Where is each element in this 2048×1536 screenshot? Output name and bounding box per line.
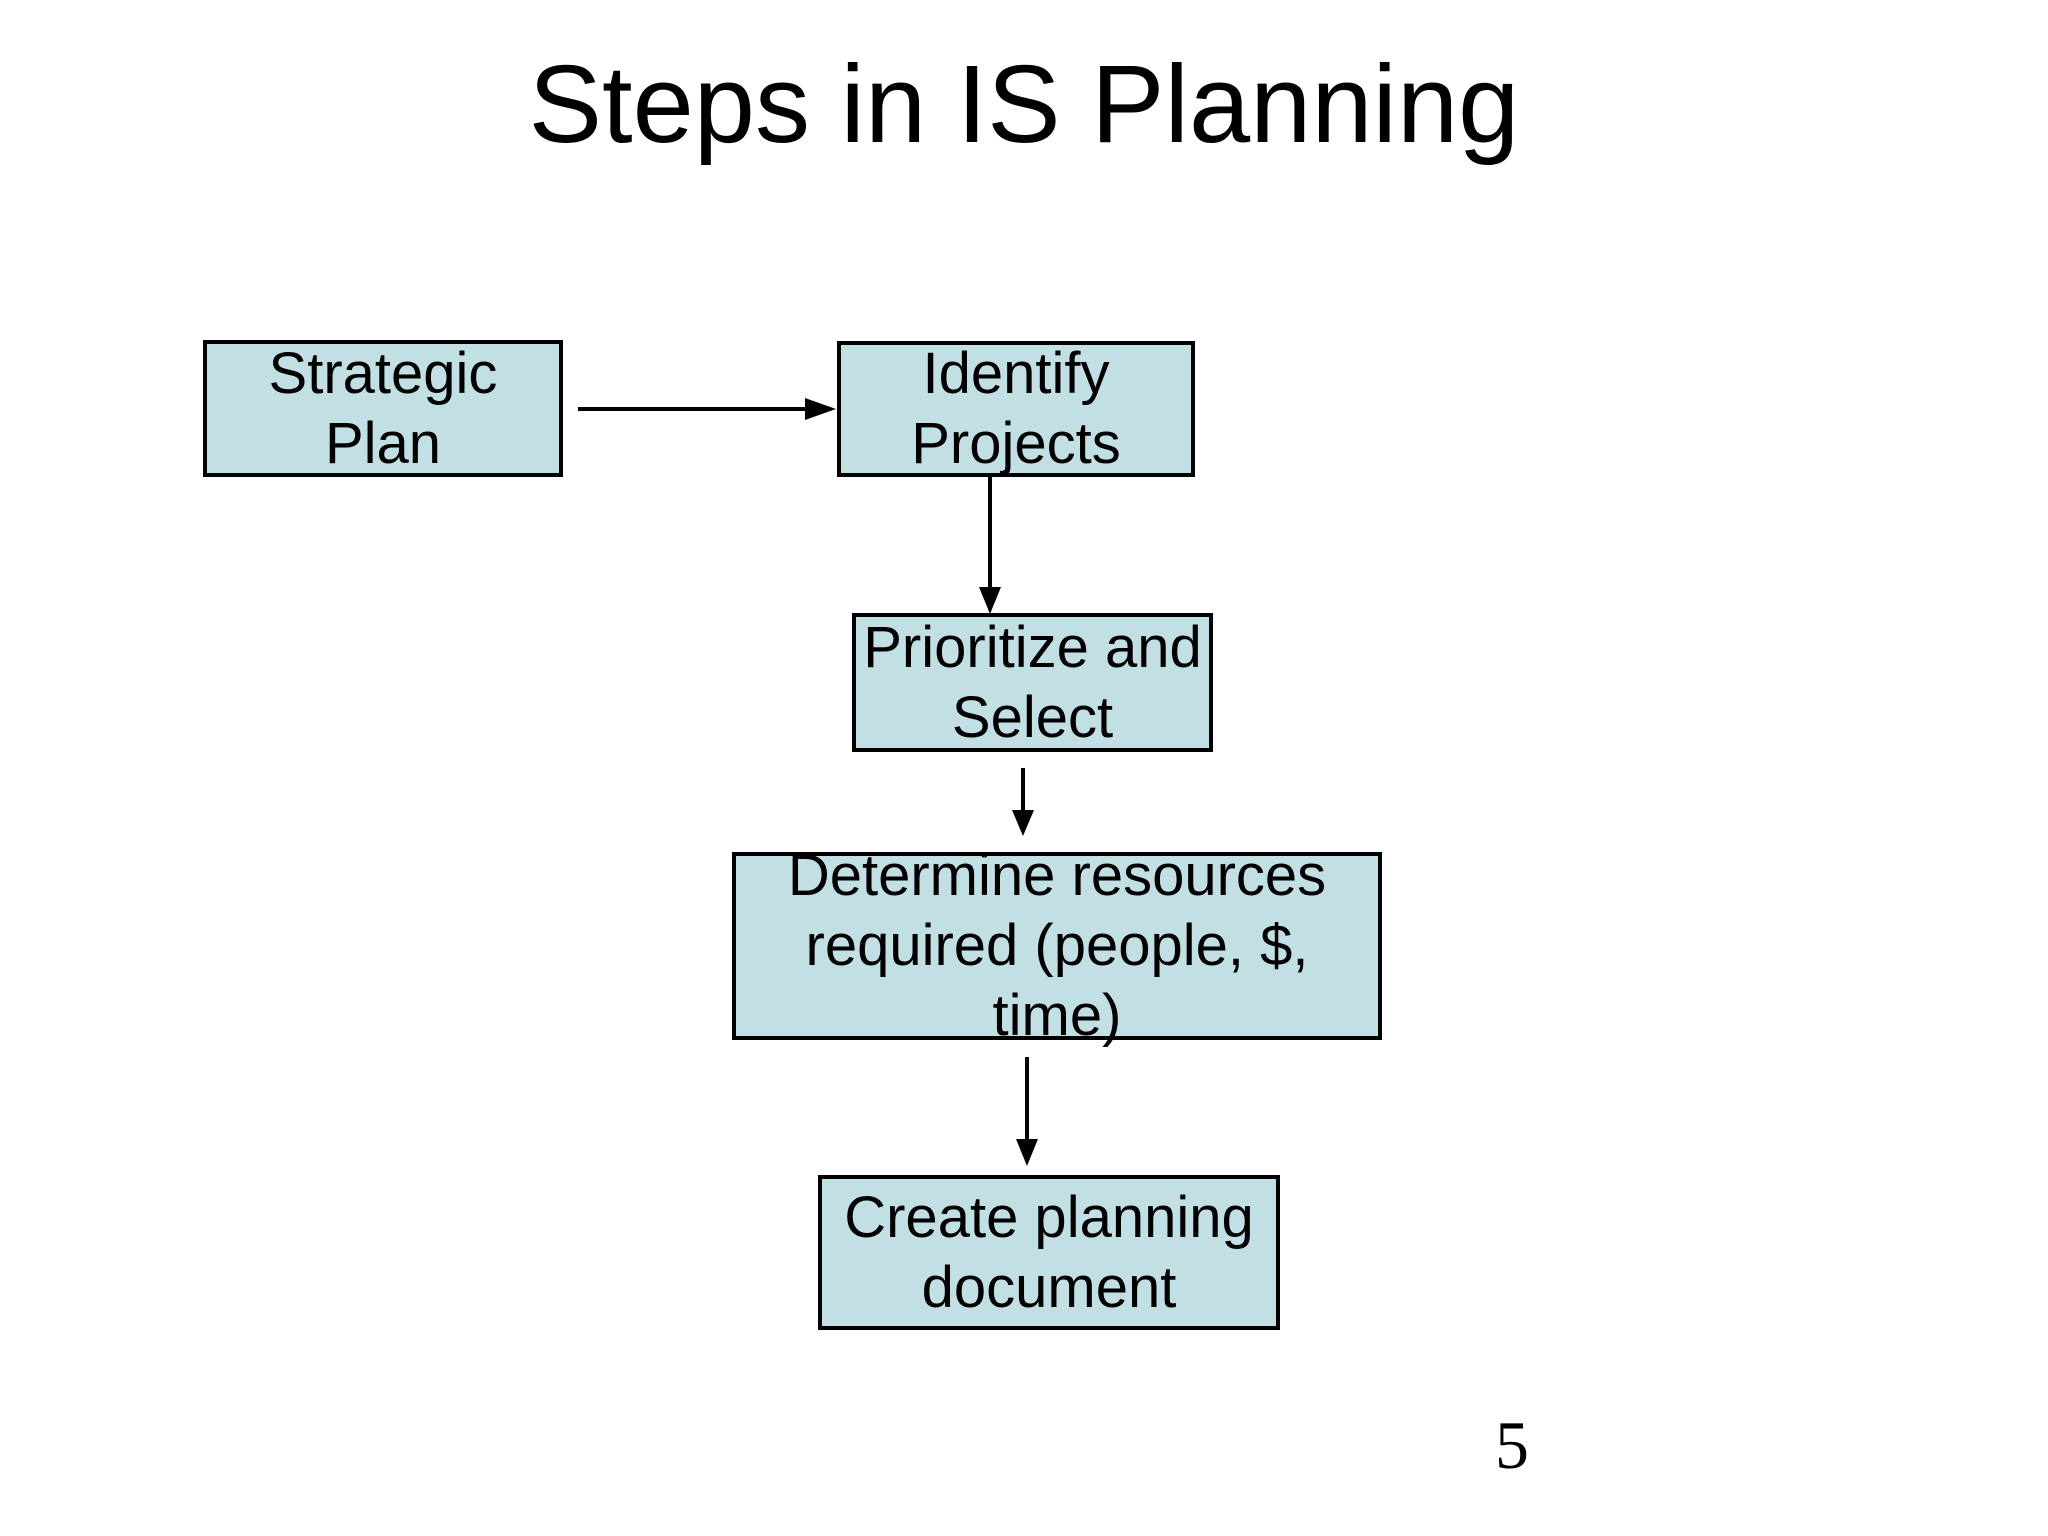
node-label-strategic-plan: Strategic Plan [268,340,498,476]
flow-node-strategic-plan: Strategic Plan [203,340,563,477]
node-label-identify-projects: Identify Projects [911,341,1121,476]
arrow-prioritize-to-determine [1012,768,1034,836]
node-label-prioritize-and-select: Prioritize and Select [863,614,1202,750]
arrow-determine-to-create [1016,1057,1038,1166]
flow-node-determine-resources: Determine resources required (people, $,… [732,843,1382,1048]
arrowhead-down-icon [1012,810,1034,836]
slide-title: Steps in IS Planning [528,43,1520,166]
node-label-create-planning-document: Create planning document [844,1184,1254,1320]
flow-node-create-planning-document: Create planning document [818,1175,1280,1330]
arrowhead-right-icon [805,398,836,420]
node-label-determine-resources: Determine resources required (people, $,… [787,843,1327,1048]
flow-node-identify-projects: Identify Projects [837,341,1195,477]
arrowhead-down-icon [979,587,1001,614]
arrow-identify-to-prioritize [979,477,1001,614]
page-number: 5 [1495,1407,1529,1483]
arrow-strategic-to-identify [578,398,836,420]
arrowhead-down-icon [1016,1139,1038,1166]
flow-node-prioritize-and-select: Prioritize and Select [852,613,1213,752]
